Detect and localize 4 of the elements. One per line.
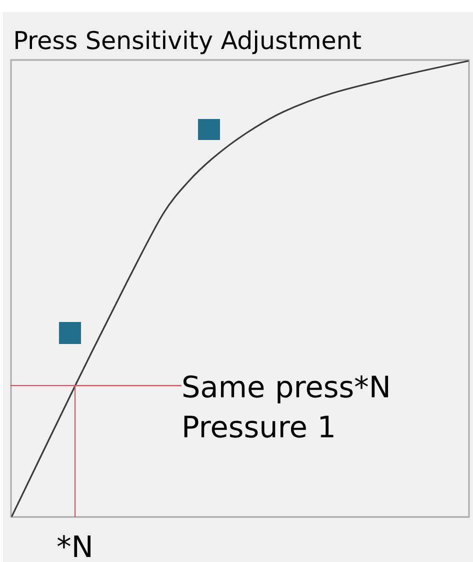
text-label: Same press*N Pressure 1 [183, 375, 388, 438]
text-label: *N [57, 535, 90, 557]
chart-title: Press Sensitivity Adjustment [16, 30, 361, 54]
leader-line [74, 385, 182, 517]
